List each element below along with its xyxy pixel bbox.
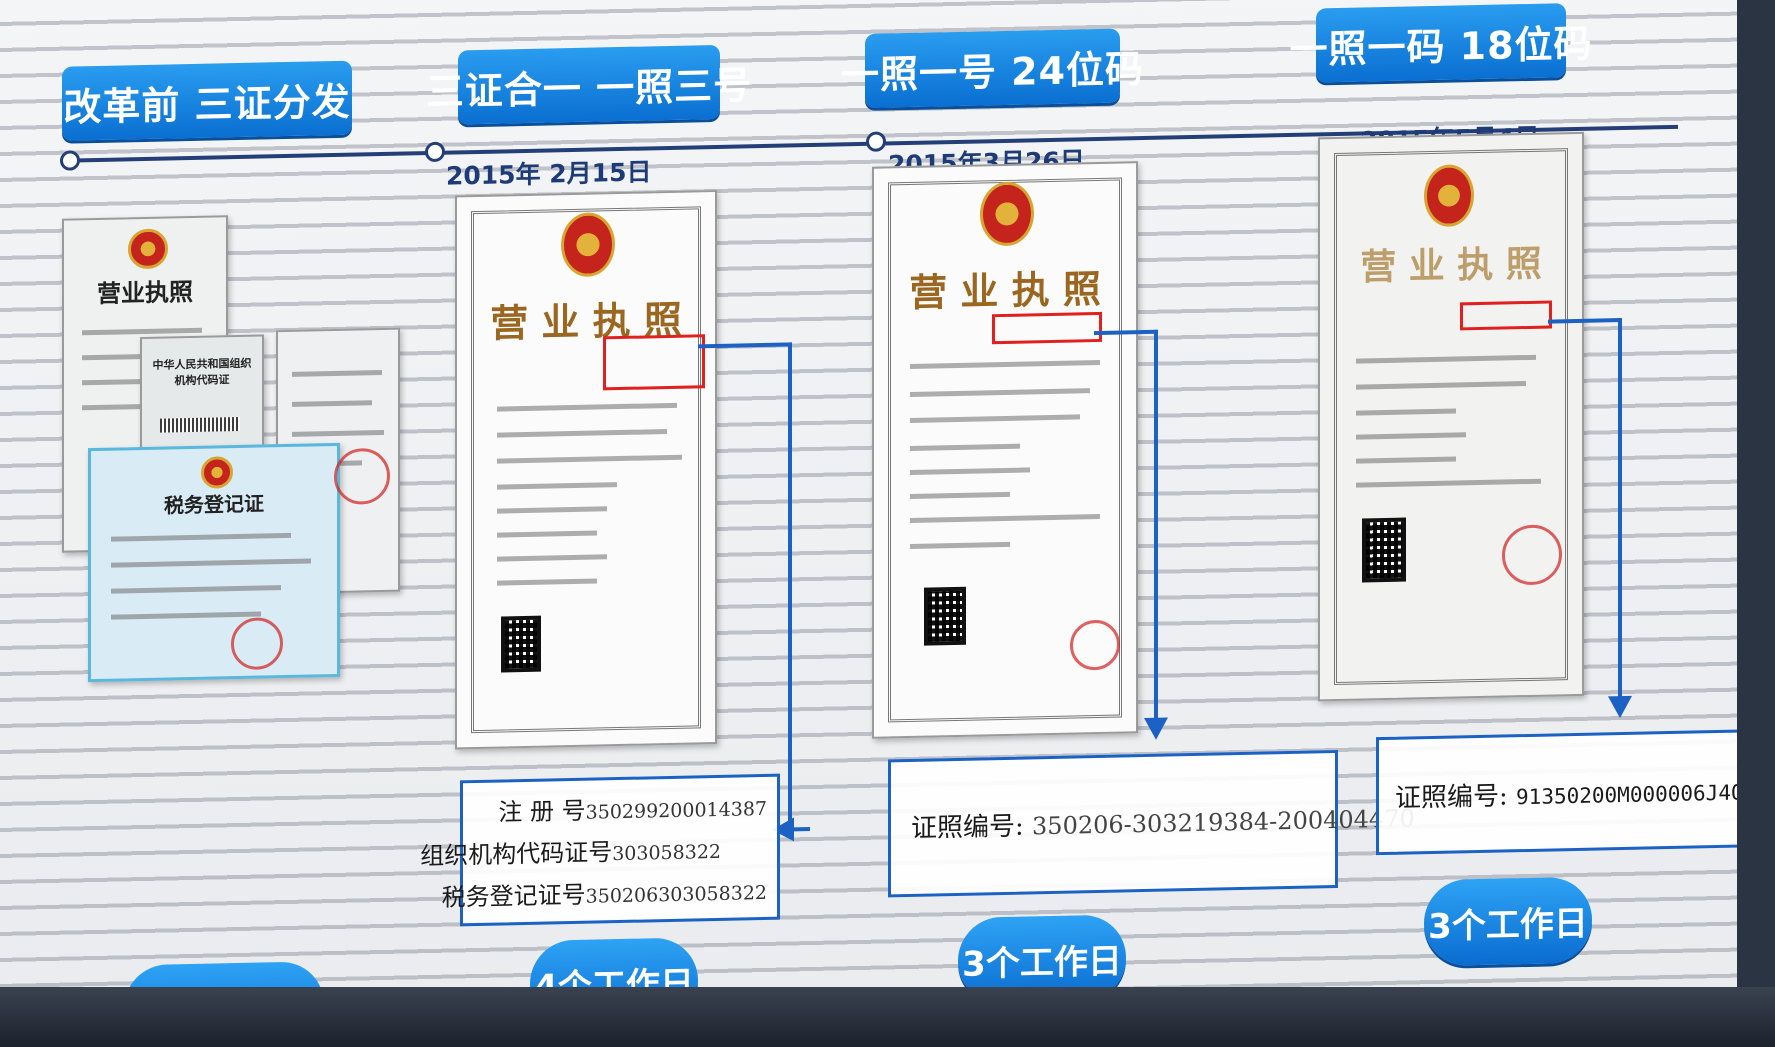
certificate-number-line: 证照编号: 350206-303219384-200404470 xyxy=(911,797,1415,845)
certificate-number-value: 350206-303219384-200404470 xyxy=(1032,804,1415,841)
connector-line xyxy=(1548,318,1622,324)
timeline-node-1 xyxy=(60,150,80,171)
red-seal xyxy=(231,617,283,671)
unified-code-box: 证照编号: 91350200M000006J4Q xyxy=(1376,728,1770,856)
timeline-node-3 xyxy=(866,131,886,152)
org-code-label: 组织机构代码证号 xyxy=(420,838,613,871)
registration-numbers-box: 注 册 号350299200014387 组织机构代码证号303058322 税… xyxy=(420,773,780,927)
national-emblem xyxy=(201,456,233,489)
connector-line xyxy=(1154,329,1158,720)
registration-number-label: 注 册 号 xyxy=(498,796,586,827)
duration-18-digit: 3个工作日 xyxy=(1424,876,1592,967)
arrow-head xyxy=(1608,695,1632,719)
certificate-number-highlight xyxy=(992,311,1102,345)
qr-code xyxy=(501,615,541,673)
business-license-24-digit: 营 业 执 照 xyxy=(872,161,1138,739)
org-code-line: 组织机构代码证号303058322 xyxy=(420,830,721,871)
connector-line xyxy=(698,342,792,349)
timeline-node-2 xyxy=(425,141,445,163)
text-line xyxy=(292,429,384,437)
business-license-18-digit: 营 业 执 照 xyxy=(1318,131,1584,702)
header-one-license-one-code: 一照一码 18位码 xyxy=(1289,3,1593,83)
qr-code xyxy=(1362,517,1406,583)
unified-code-label: 证照编号: xyxy=(1395,781,1508,814)
date-label-1: 2015年 2月15日 xyxy=(446,157,652,191)
unified-code-value: 91350200M000006J4Q xyxy=(1516,780,1744,810)
national-emblem xyxy=(128,228,168,270)
connector-line xyxy=(788,342,792,831)
registration-number-value: 350299200014387 xyxy=(585,797,767,824)
barcode xyxy=(160,416,240,433)
header-three-in-one: 三证合一 一照三号 xyxy=(426,44,752,125)
org-code-title: 中华人民共和国组织机构代码证 xyxy=(152,356,252,388)
org-code-certificate: 中华人民共和国组织机构代码证 xyxy=(140,334,264,462)
text-line xyxy=(111,585,281,594)
unified-credit-code-highlight xyxy=(1460,300,1552,331)
text-line xyxy=(82,327,202,336)
license-title: 营 业 执 照 xyxy=(1360,242,1542,289)
registration-number-highlight xyxy=(603,334,705,391)
unified-code-line: 证照编号: 91350200M000006J4Q xyxy=(1395,770,1744,814)
certificate-number-box: 证照编号: 350206-303219384-200404470 xyxy=(888,749,1415,898)
text-line xyxy=(292,400,372,407)
monitor-bezel xyxy=(1737,0,1775,1047)
monitor-bottom-edge xyxy=(0,987,1775,1047)
certificate-number-label: 证照编号: xyxy=(911,811,1024,844)
tax-registration-certificate: 税务登记证 xyxy=(88,442,340,683)
text-line xyxy=(292,369,382,377)
connector-line xyxy=(1094,329,1158,336)
text-line xyxy=(111,532,291,542)
license-title: 营 业 执 照 xyxy=(909,265,1101,315)
tax-number-value: 350206303058322 xyxy=(585,881,767,908)
registration-number-line: 注 册 号350299200014387 xyxy=(498,787,767,828)
org-code-value: 303058322 xyxy=(612,840,721,866)
qr-code xyxy=(924,586,966,646)
tax-number-line: 税务登记证号350206303058322 xyxy=(442,871,767,913)
header-before-reform: 改革前 三证分发 xyxy=(62,60,352,141)
old-license-title: 营业执照 xyxy=(97,276,193,308)
tax-cert-title: 税务登记证 xyxy=(164,491,264,518)
business-license-three-in-one: 营 业 执 照 xyxy=(455,189,717,750)
text-line xyxy=(111,558,311,568)
header-one-license-one-number: 一照一号 24位码 xyxy=(841,28,1144,108)
connector-line xyxy=(1618,318,1622,699)
text-line xyxy=(111,611,261,620)
tax-number-label: 税务登记证号 xyxy=(441,880,586,912)
arrow-head xyxy=(1144,717,1168,741)
license-border xyxy=(1334,148,1568,686)
